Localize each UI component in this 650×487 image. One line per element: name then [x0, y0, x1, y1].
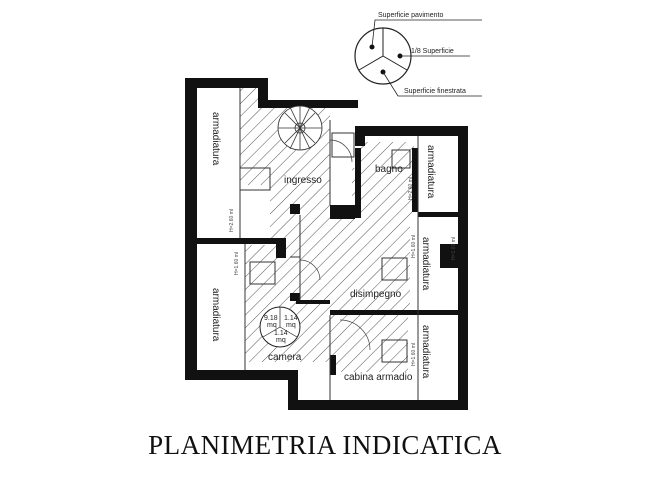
legend-eighth-label: 1/8 Superficie	[411, 48, 454, 55]
door-swings	[299, 139, 371, 351]
label-cabina-armadio: cabina armadio	[344, 372, 413, 383]
legend-window-label: Superficie finestrata	[404, 88, 466, 95]
camera-window-value: 1.14	[274, 330, 288, 337]
label-armadiatura-left-bottom: armadiatura	[210, 288, 221, 342]
label-ingresso: ingresso	[284, 175, 322, 186]
plan-title: PLANIMETRIA INDICATICA	[148, 430, 502, 460]
outer-walls	[185, 78, 468, 410]
interior-walls	[197, 148, 460, 375]
height-annotations: H=2.60 ml H=1.60 ml H=2.60 ml H=1.60 ml …	[229, 177, 457, 366]
label-camera: camera	[268, 352, 302, 363]
height-note-3: H=2.60 ml	[408, 177, 414, 200]
height-note-5: H=1.60 ml	[411, 343, 417, 366]
camera-eighth-value: 1.14	[284, 315, 298, 322]
camera-floor-unit: mq	[267, 322, 277, 329]
label-armadiatura-right-3: armadiatura	[420, 325, 431, 379]
label-armadiatura-left-top: armadiatura	[210, 112, 221, 166]
height-note-4: H=1.60 ml	[411, 235, 417, 258]
camera-metrics: 9.18 mq 1.14 mq 1.14 mq	[259, 306, 301, 348]
camera-floor-value: 9.18	[264, 315, 278, 322]
legend-floor-label: Superficie pavimento	[378, 12, 443, 19]
label-bagno: bagno	[375, 164, 403, 175]
legend-diagram: Superficie pavimento 1/8 Superficie Supe…	[354, 12, 482, 97]
label-disimpegno: disimpegno	[350, 289, 402, 300]
height-note-1: H=2.60 ml	[229, 209, 235, 232]
camera-window-unit: mq	[276, 337, 286, 344]
room-labels: armadiatura armadiatura armadiatura arma…	[210, 112, 436, 383]
spiral-staircase	[277, 105, 323, 151]
label-armadiatura-right-2: armadiatura	[420, 237, 431, 291]
thin-lines	[239, 88, 419, 400]
label-armadiatura-right-1: armadiatura	[425, 145, 436, 199]
height-note-6: H=1.60 ml	[451, 237, 457, 260]
height-note-2: H=1.60 ml	[234, 252, 240, 275]
camera-eighth-unit: mq	[286, 322, 296, 329]
